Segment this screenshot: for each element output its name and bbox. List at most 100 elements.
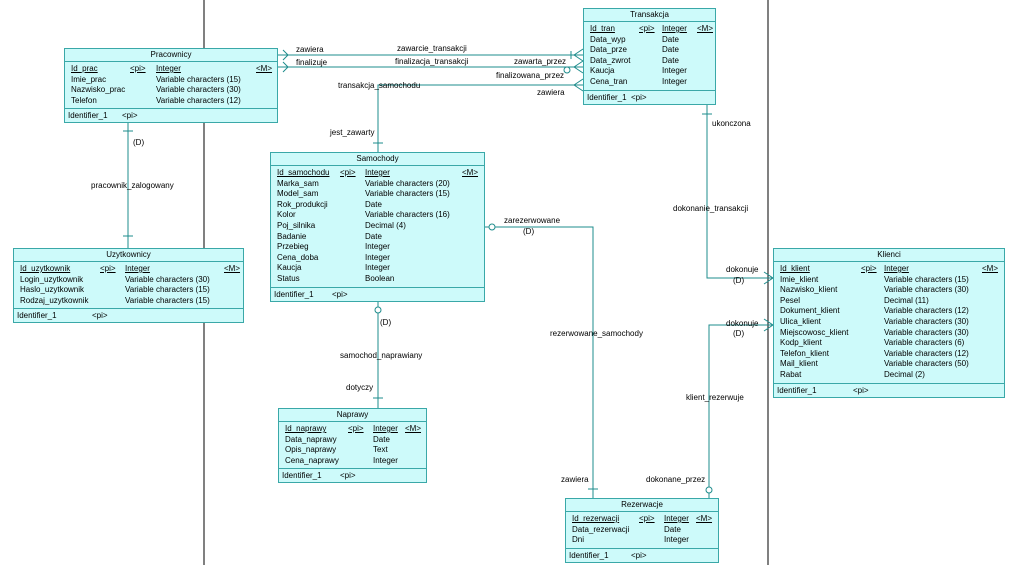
attribute-row[interactable]: Id_tran<pi>Integer<M>	[587, 24, 713, 35]
attribute-type: Variable characters (15)	[125, 295, 210, 305]
attribute-name: Kodp_klient	[780, 338, 822, 348]
attribute-row[interactable]: Nazwisko_klient Variable characters (30)	[777, 285, 1001, 296]
attribute-row[interactable]: Id_klient<pi>Integer<M>	[777, 264, 1001, 275]
attribute-name: Kolor	[277, 210, 296, 220]
attribute-type: Integer	[662, 76, 687, 86]
attribute-type: Decimal (11)	[884, 295, 929, 305]
attribute-name: Id_uzytkownik	[20, 264, 71, 273]
rel-rezerwowane-samochody[interactable]	[485, 226, 594, 498]
label-zawarcie-transakcji: zawarcie_transakcji	[397, 44, 467, 53]
attribute-tag: <pi>	[639, 514, 655, 523]
attribute-type: Variable characters (30)	[884, 327, 969, 337]
rel-dokonanie-transakcji[interactable]	[706, 104, 773, 279]
attribute-row[interactable]: Id_samochodu<pi>Integer<M>	[274, 168, 481, 179]
entity-identifier: Identifier_1<pi>	[566, 549, 718, 562]
attribute-type: Date	[662, 34, 679, 44]
attribute-type: Date	[365, 231, 382, 241]
attribute-list: Id_uzytkownik<pi>Integer<M>Login_uzytkow…	[14, 262, 243, 310]
label-dokonuje-1: dokonuje	[726, 265, 759, 274]
attribute-name: Status	[277, 273, 300, 283]
attribute-name: Opis_naprawy	[285, 445, 337, 455]
rel-naprawiany-optional	[374, 306, 382, 314]
label-d-pracownicy: (D)	[133, 138, 144, 147]
entity-title: Naprawy	[279, 409, 426, 422]
label-d-samochody: (D)	[523, 227, 534, 236]
attribute-name: Cena_naprawy	[285, 455, 339, 465]
identifier-name: Identifier_1	[777, 385, 817, 395]
attribute-row[interactable]: Cena_tran Integer	[587, 77, 712, 88]
attribute-name: Haslo_uzytkownik	[20, 285, 85, 295]
rel-transakcja-samochodu[interactable]	[377, 84, 583, 152]
attribute-type: Variable characters (12)	[884, 306, 969, 316]
attribute-type: Integer	[664, 514, 689, 523]
attribute-name: Data_zwrot	[590, 55, 631, 65]
attribute-name: Rok_produkcji	[277, 199, 328, 209]
attribute-row[interactable]: Id_uzytkownik<pi>Integer<M>	[17, 264, 240, 275]
attribute-name: Cena_tran	[590, 76, 628, 86]
rel-klient-rezerwuje[interactable]	[708, 324, 773, 498]
attribute-type: Variable characters (30)	[884, 285, 969, 295]
entity-title: Rezerwacje	[566, 499, 718, 512]
attribute-row[interactable]: Miejscowosc_klient Variable characters (3…	[777, 328, 1001, 339]
identifier-name: Identifier_1	[68, 111, 108, 121]
attribute-tag: <pi>	[348, 424, 364, 433]
attribute-name: Data_naprawy	[285, 434, 337, 444]
attribute-row[interactable]: Id_rezerwacji<pi>Integer<M>	[569, 514, 715, 525]
attribute-name: Nazwisko_klient	[780, 285, 838, 295]
rel-transakcja-samochodu-crow	[573, 78, 584, 92]
attribute-type: Integer	[365, 242, 390, 252]
entity-identifier: Identifier_1<pi>	[279, 469, 426, 482]
rel-finalizacja-optional	[563, 66, 571, 74]
identifier-tag: <pi>	[853, 385, 869, 395]
attribute-row[interactable]: Id_naprawy<pi>Integer<M>	[282, 424, 423, 435]
attribute-type: Decimal (4)	[365, 220, 406, 230]
attribute-name: Miejscowosc_klient	[780, 327, 849, 337]
attribute-name: Mail_klient	[780, 359, 818, 369]
attribute-row[interactable]: Id_prac<pi>Integer<M>	[68, 64, 274, 75]
label-zawiera-rezerwacje: zawiera	[561, 475, 589, 484]
